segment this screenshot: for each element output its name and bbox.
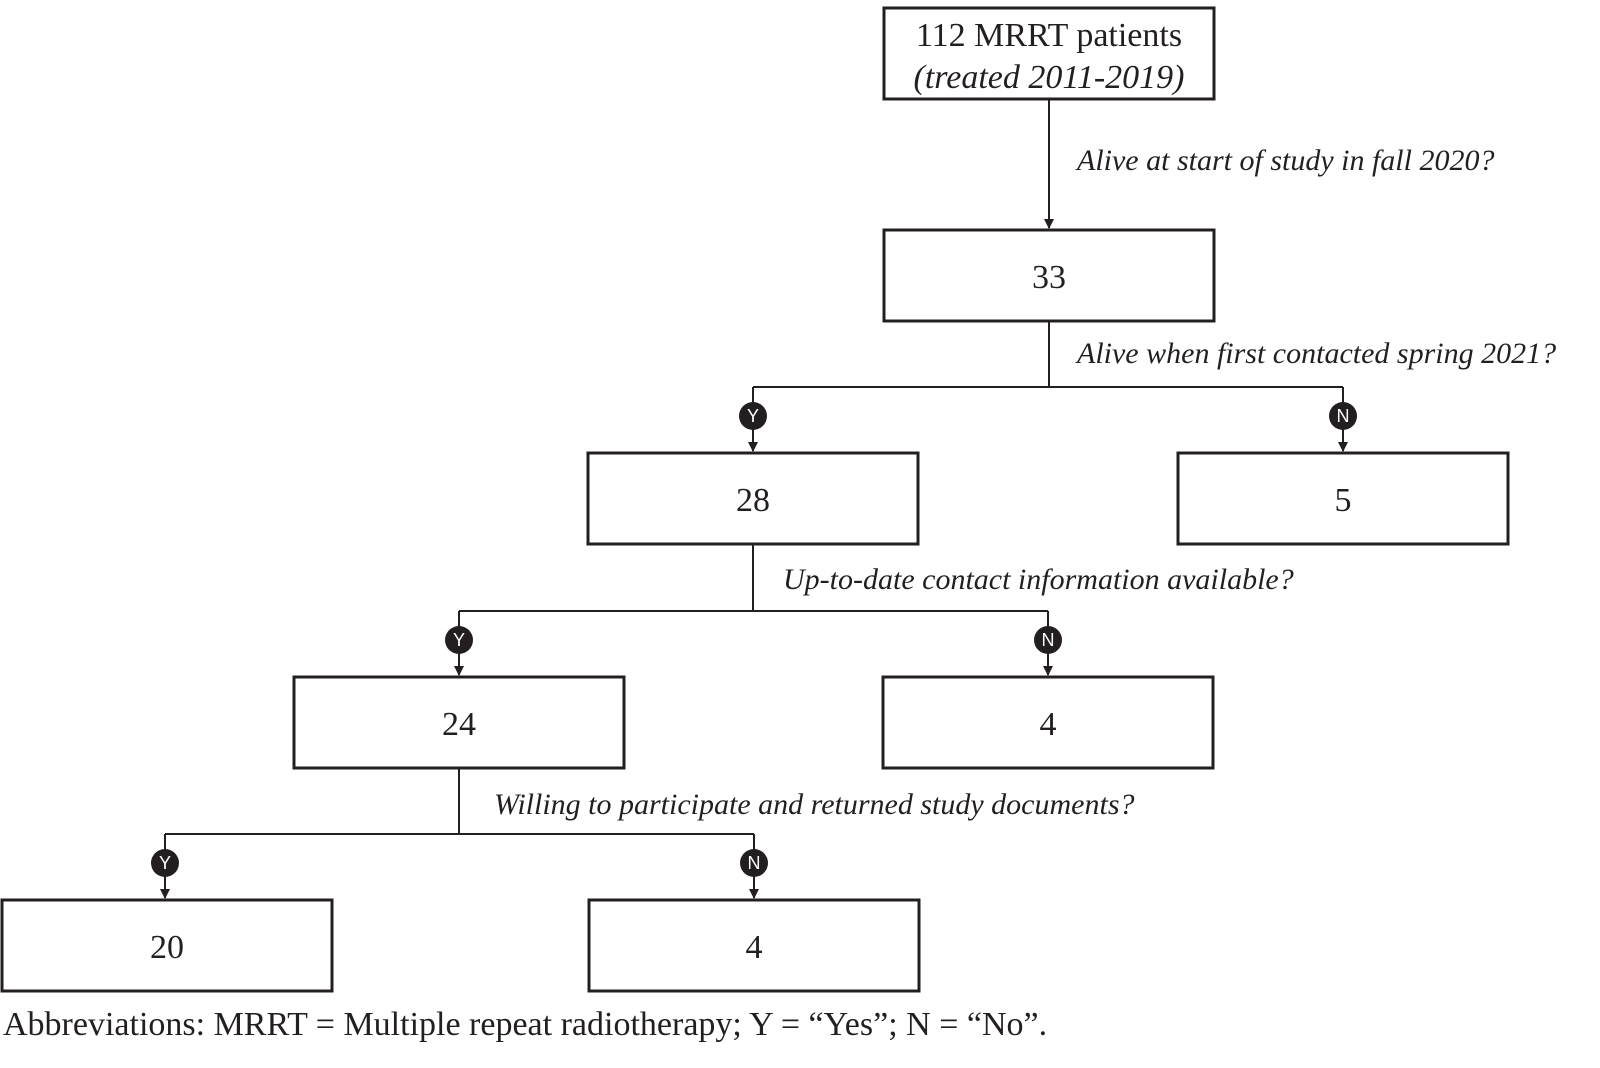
count-alive-contact-yes: 28 bbox=[736, 482, 770, 519]
count-contact-yes: 24 bbox=[442, 706, 476, 743]
box-alive-contact-yes: 28 bbox=[586, 451, 920, 546]
box-willing-no: 4 bbox=[587, 898, 921, 993]
svg-text:Y: Y bbox=[159, 853, 171, 873]
svg-text:Y: Y bbox=[747, 406, 759, 426]
count-willing-no: 4 bbox=[746, 929, 763, 966]
count-contact-no: 4 bbox=[1040, 706, 1057, 743]
svg-text:N: N bbox=[748, 853, 761, 873]
badge-no: N bbox=[740, 849, 768, 877]
box-willing-yes: 20 bbox=[0, 898, 334, 993]
badge-no: N bbox=[1329, 402, 1357, 430]
box-alive-start: 33 bbox=[882, 228, 1216, 323]
abbreviations-footnote: Abbreviations: MRRT = Multiple repeat ra… bbox=[3, 1006, 1048, 1043]
flowchart: 112 MRRT patients (treated 2011-2019) Al… bbox=[0, 6, 1556, 993]
root-title: 112 MRRT patients bbox=[916, 17, 1182, 54]
root-subtitle: (treated 2011-2019) bbox=[914, 59, 1185, 96]
count-willing-yes: 20 bbox=[150, 929, 184, 966]
question-alive-start: Alive at start of study in fall 2020? bbox=[1075, 144, 1494, 177]
question-contact-info: Up-to-date contact information available… bbox=[783, 563, 1294, 596]
box-alive-contact-no: 5 bbox=[1176, 451, 1510, 546]
question-willing: Willing to participate and returned stud… bbox=[494, 788, 1135, 821]
svg-text:N: N bbox=[1337, 406, 1350, 426]
svg-text:N: N bbox=[1042, 630, 1055, 650]
count-alive-contact-no: 5 bbox=[1335, 482, 1352, 519]
svg-text:Y: Y bbox=[453, 630, 465, 650]
root-box: 112 MRRT patients (treated 2011-2019) bbox=[882, 6, 1216, 101]
badge-yes: Y bbox=[445, 626, 473, 654]
box-contact-yes: 24 bbox=[292, 675, 626, 770]
count-alive-start: 33 bbox=[1032, 259, 1066, 296]
box-contact-no: 4 bbox=[881, 675, 1215, 770]
badge-no: N bbox=[1034, 626, 1062, 654]
question-alive-contact: Alive when first contacted spring 2021? bbox=[1075, 337, 1556, 370]
badge-yes: Y bbox=[151, 849, 179, 877]
badge-yes: Y bbox=[739, 402, 767, 430]
